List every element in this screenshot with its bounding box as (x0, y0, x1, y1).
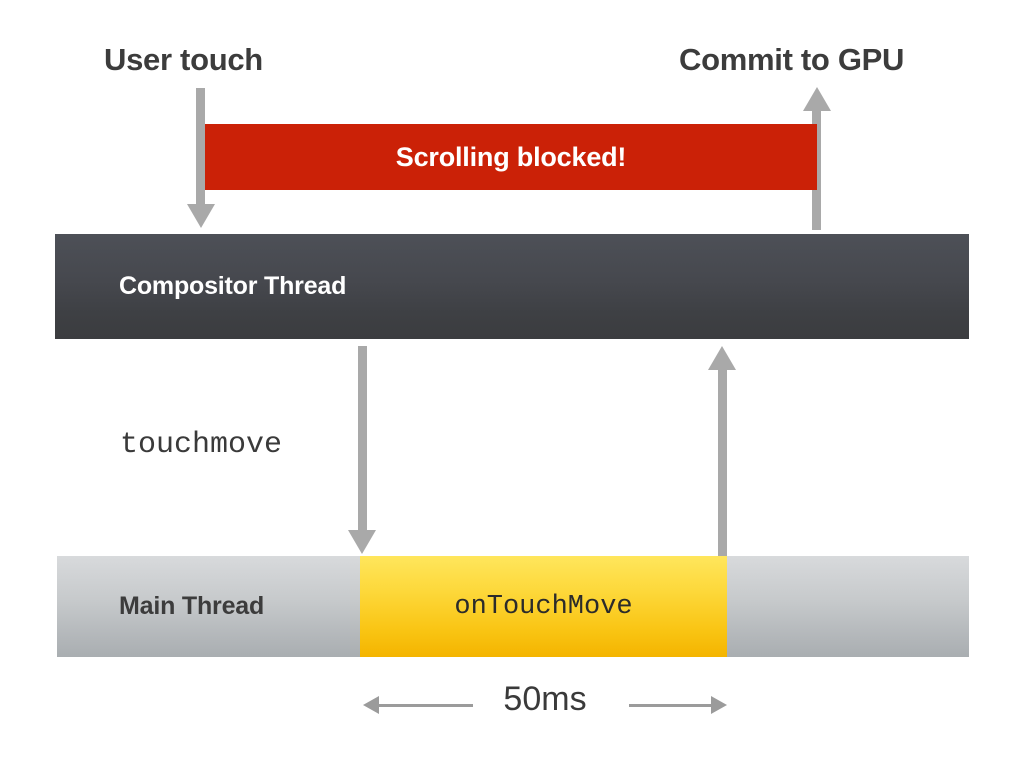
main-thread-label: Main Thread (119, 592, 265, 620)
label-touchmove-event: touchmove (120, 428, 283, 462)
arrow-up-icon-return (708, 346, 736, 370)
duration-measure-label: 50ms (489, 680, 601, 718)
ontouchmove-handler-label: onTouchMove (454, 591, 633, 622)
arrow-down-icon-touchmove (348, 530, 376, 554)
scrolling-blocked-label: Scrolling blocked! (395, 141, 627, 172)
label-user-touch: User touch (104, 42, 263, 77)
scrolling-blocked-bar: Scrolling blocked! (205, 124, 817, 190)
compositor-thread-lane: Compositor Thread (55, 234, 969, 339)
arrow-return-shaft (718, 370, 727, 556)
label-commit-to-gpu: Commit to GPU (679, 42, 905, 77)
measure-line-right (629, 704, 713, 707)
measure-line-left (377, 704, 473, 707)
arrow-up-icon-commit-gpu (803, 87, 831, 111)
arrow-touchmove-shaft (358, 346, 367, 532)
arrow-right-icon-measure (711, 696, 727, 714)
duration-measure: 50ms (363, 680, 727, 732)
ontouchmove-handler-block: onTouchMove (360, 556, 727, 657)
compositor-thread-label: Compositor Thread (119, 272, 347, 300)
arrow-down-icon-user-touch (187, 204, 215, 228)
duration-measure-label-wrap: 50ms (363, 680, 727, 719)
arrow-user-touch-shaft (196, 88, 205, 206)
arrow-left-icon-measure (363, 696, 379, 714)
